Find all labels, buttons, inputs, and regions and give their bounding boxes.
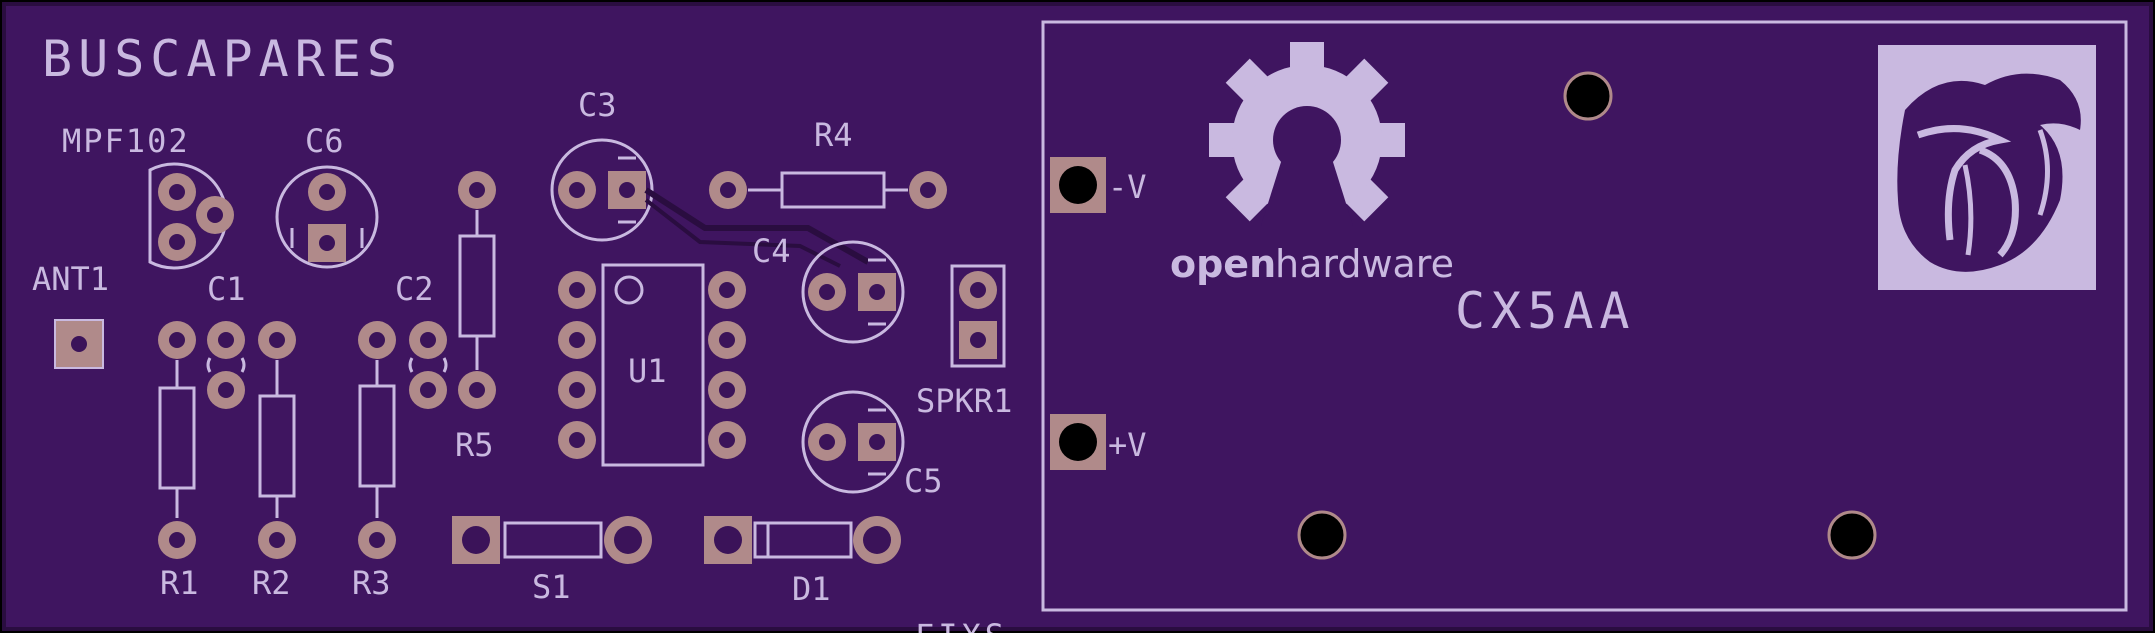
r4-footprint: R4 xyxy=(709,116,947,209)
r3-footprint: R3 xyxy=(352,321,396,602)
d1-label: D1 xyxy=(792,570,831,608)
power-neg-pad: -V xyxy=(1050,157,1147,213)
r2-footprint: R2 xyxy=(252,321,296,602)
d1-footprint: D1 xyxy=(704,516,901,608)
c2-footprint: C2 xyxy=(395,270,448,409)
c5-label: C5 xyxy=(904,462,943,500)
r5-footprint: R5 xyxy=(455,171,496,464)
c2-label: C2 xyxy=(395,270,434,308)
board-code: CX5AA xyxy=(1455,282,1636,340)
mpf102-footprint: MPF102 xyxy=(62,122,234,270)
u1-footprint: U1 xyxy=(558,263,746,467)
c3-footprint: C3 xyxy=(550,86,654,242)
power-neg-label: -V xyxy=(1108,168,1147,206)
s1-footprint: S1 xyxy=(452,516,652,606)
u1-label: U1 xyxy=(628,352,667,390)
mounting-hole xyxy=(1827,510,1877,560)
s1-label: S1 xyxy=(532,568,571,606)
ant1-footprint: ANT1 xyxy=(32,260,109,369)
c6-footprint: C6 xyxy=(275,122,379,269)
power-pos-pad: +V xyxy=(1050,414,1147,470)
mounting-hole xyxy=(1563,71,1613,121)
c5-footprint: C5 xyxy=(801,390,943,500)
c6-label: C6 xyxy=(305,122,344,160)
r4-label: R4 xyxy=(814,116,853,154)
r1-footprint: R1 xyxy=(158,321,199,602)
c1-label: C1 xyxy=(207,270,246,308)
open-hardware-gear-icon xyxy=(1209,42,1405,256)
spkr1-label: SPKR1 xyxy=(916,382,1012,420)
mounting-hole xyxy=(1297,510,1347,560)
c4-footprint: C4 xyxy=(752,232,905,344)
bottom-cut-text: FIXS xyxy=(915,617,1008,633)
open-hardware-text-light: hardware xyxy=(1275,242,1454,286)
open-hardware-text-bold: open xyxy=(1170,242,1276,286)
enclosure-outline xyxy=(1041,20,2128,612)
r2-label: R2 xyxy=(252,564,291,602)
r1-label: R1 xyxy=(160,564,199,602)
c1-footprint: C1 xyxy=(206,270,246,409)
board-title: BUSCAPARES xyxy=(42,30,403,88)
tongue-logo-icon xyxy=(1878,45,2096,290)
r5-label: R5 xyxy=(455,426,494,464)
power-pos-label: +V xyxy=(1108,426,1147,464)
c4-label: C4 xyxy=(752,232,791,270)
r3-label: R3 xyxy=(352,564,391,602)
ant1-label: ANT1 xyxy=(32,260,109,298)
spkr1-footprint: SPKR1 xyxy=(916,264,1012,420)
c3-label: C3 xyxy=(578,86,617,124)
mpf102-label: MPF102 xyxy=(62,122,190,160)
